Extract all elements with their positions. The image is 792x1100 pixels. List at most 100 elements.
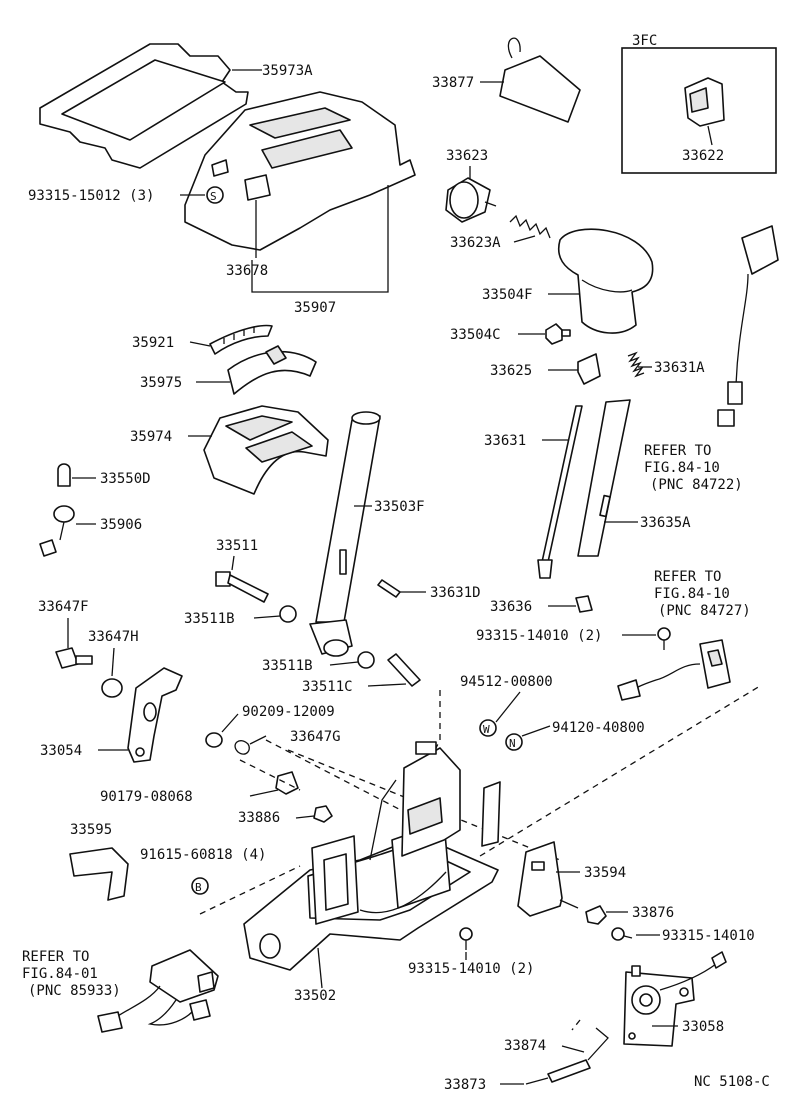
part-35974-housing: [203, 405, 329, 495]
part-33511B-nut-b: [357, 651, 375, 669]
label-33058: 33058: [682, 1019, 724, 1035]
label-33504F: 33504F: [482, 287, 533, 303]
label-90209: 90209-12009: [242, 704, 335, 720]
part-33636-clip: [575, 595, 593, 613]
label-94120: 94120-40800: [552, 720, 645, 736]
leader-94512: [495, 691, 521, 723]
part-33876-knob: [585, 905, 607, 925]
part-33511-bolt: [215, 571, 269, 603]
label-33647G: 33647G: [290, 729, 341, 745]
ref2-line3: (PNC 84727): [658, 603, 751, 619]
label-35975: 35975: [140, 375, 182, 391]
part-33647G-clip: [234, 740, 250, 755]
part-33631-rod: [537, 405, 583, 579]
label-33511B-b: 33511B: [262, 658, 313, 674]
part-33594-bracket: [517, 841, 579, 917]
part-33874-rod: [587, 1027, 609, 1061]
part-33511B-nut-a: [279, 605, 297, 623]
label-33874: 33874: [504, 1038, 546, 1054]
part-35906-socket: [39, 505, 75, 557]
part-90209-washer: [205, 732, 223, 748]
label-33550D: 33550D: [100, 471, 151, 487]
label-35907: 35907: [294, 300, 336, 316]
ref3-line2: FIG.84-01: [22, 966, 98, 982]
part-33504F-shift-knob: [558, 228, 654, 334]
label-33622: 33622: [682, 148, 724, 164]
label-93315-14010-2a: 93315-14010 (2): [476, 628, 602, 644]
part-93315-14010-bolt-c: [459, 927, 473, 950]
label-33886: 33886: [238, 810, 280, 826]
part-35975-slide-plate: [227, 345, 317, 395]
leader-33511B-a: [253, 615, 281, 619]
label-35974: 35974: [130, 429, 172, 445]
leader-33511C: [367, 683, 407, 687]
part-33647F-bolt: [55, 647, 93, 669]
part-33623-button: [445, 177, 497, 223]
label-93315-14010: 93315-14010: [662, 928, 755, 944]
leader-90209: [221, 713, 239, 733]
marker-s: S: [210, 190, 217, 203]
part-33625-block: [577, 353, 601, 385]
ref1-line1: REFER TO: [644, 443, 711, 459]
marker-w: W: [483, 723, 490, 736]
label-33647F: 33647F: [38, 599, 89, 615]
ref1-line3: (PNC 84722): [650, 477, 743, 493]
leader-33511B-b: [329, 661, 359, 666]
label-93315-15012: 93315-15012 (3): [28, 188, 154, 204]
part-33623A-spring: [509, 214, 551, 239]
label-3FC: 3FC: [632, 33, 657, 49]
label-33636: 33636: [490, 599, 532, 615]
label-35973A: 35973A: [262, 63, 313, 79]
label-90179: 90179-08068: [100, 789, 193, 805]
part-33873-pin: [525, 1059, 591, 1085]
marker-w-icon: [479, 719, 497, 737]
3fc-box: [621, 47, 777, 174]
part-module-85933: [97, 949, 219, 1033]
label-33623: 33623: [446, 148, 488, 164]
leader-33874: [561, 1045, 585, 1053]
ref2-line1: REFER TO: [654, 569, 721, 585]
label-33511B-a: 33511B: [184, 611, 235, 627]
part-93315-14010-bolt-b: [611, 927, 633, 941]
label-33647H: 33647H: [88, 629, 139, 645]
label-35921: 35921: [132, 335, 174, 351]
label-33594: 33594: [584, 865, 626, 881]
label-93315-14010-2b: 93315-14010 (2): [408, 961, 534, 977]
leader-35907: [251, 185, 389, 293]
part-90179-nut: [275, 771, 299, 795]
part-33886-cap: [313, 805, 333, 823]
part-33631A-spring: [627, 351, 645, 378]
leader-33623A: [513, 235, 536, 243]
part-33502-base-frame: [243, 741, 501, 971]
leader-33502: [317, 947, 323, 989]
label-33504C: 33504C: [450, 327, 501, 343]
leader-35921: [189, 341, 211, 347]
part-33877-tag: [499, 37, 581, 123]
marker-b-icon: [191, 877, 209, 895]
part-35921-indicator: [209, 324, 273, 355]
label-33678: 33678: [226, 263, 268, 279]
label-33623A: 33623A: [450, 235, 501, 251]
part-33504C-screw: [545, 323, 571, 345]
part-33647H-washer: [101, 678, 123, 698]
leader-33886: [295, 815, 315, 819]
marker-b: B: [195, 881, 202, 894]
leader-90179: [249, 789, 279, 797]
label-33873: 33873: [444, 1077, 486, 1093]
part-33550D-bulb: [57, 463, 71, 487]
label-33503F: 33503F: [374, 499, 425, 515]
label-33625: 33625: [490, 363, 532, 379]
marker-n-icon: [505, 733, 523, 751]
part-35973A-pad: [39, 43, 249, 169]
label-33877: 33877: [432, 75, 474, 91]
label-35906: 35906: [100, 517, 142, 533]
leader-33511: [231, 555, 235, 571]
label-91615: 91615-60818 (4): [140, 847, 266, 863]
leader-94120: [521, 725, 551, 737]
part-33595-cover: [69, 847, 129, 901]
part-33503F-shift-lever: [309, 411, 381, 657]
part-harness-84722: [717, 225, 779, 427]
label-33631D: 33631D: [430, 585, 481, 601]
ref3-line1: REFER TO: [22, 949, 89, 965]
marker-s-icon: [206, 186, 224, 204]
